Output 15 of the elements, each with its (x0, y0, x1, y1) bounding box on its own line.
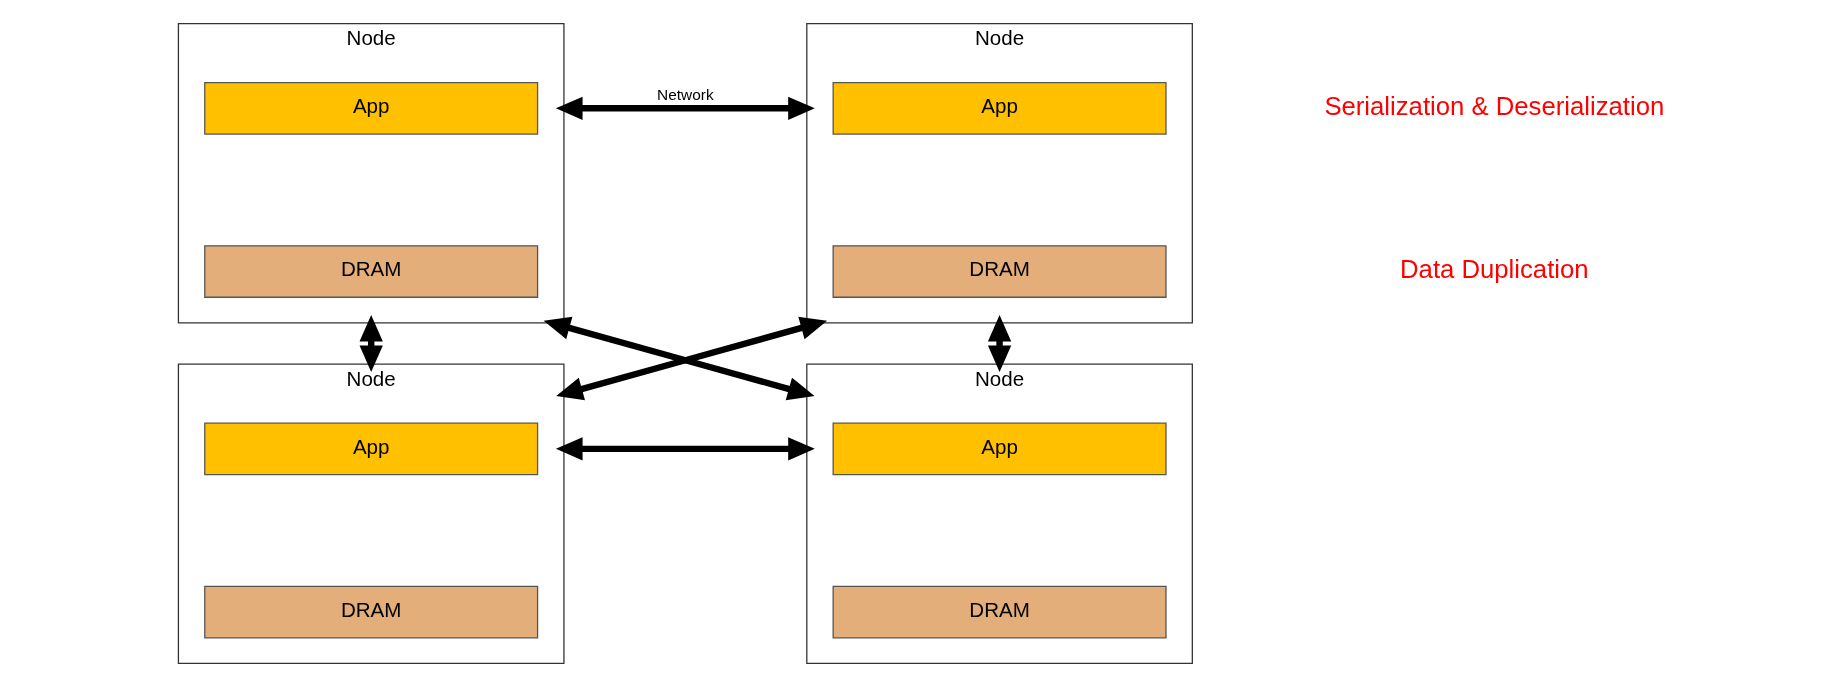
node-box: DRAM (203, 245, 538, 298)
arrow (359, 314, 383, 373)
arrow (555, 437, 815, 461)
node-box: App (832, 82, 1167, 135)
label: Serialization & Deserialization (1323, 91, 1664, 120)
arrow (555, 96, 815, 120)
label: Data Duplication (1399, 254, 1589, 283)
node-box: App (203, 422, 538, 476)
node-box: DRAM (832, 245, 1167, 298)
node-box: DRAM (832, 585, 1167, 639)
node-box: App (203, 82, 538, 135)
node-box: App (832, 422, 1167, 476)
node-box: DRAM (203, 585, 538, 639)
arrow (987, 314, 1011, 373)
edge-label: Network (656, 86, 714, 104)
